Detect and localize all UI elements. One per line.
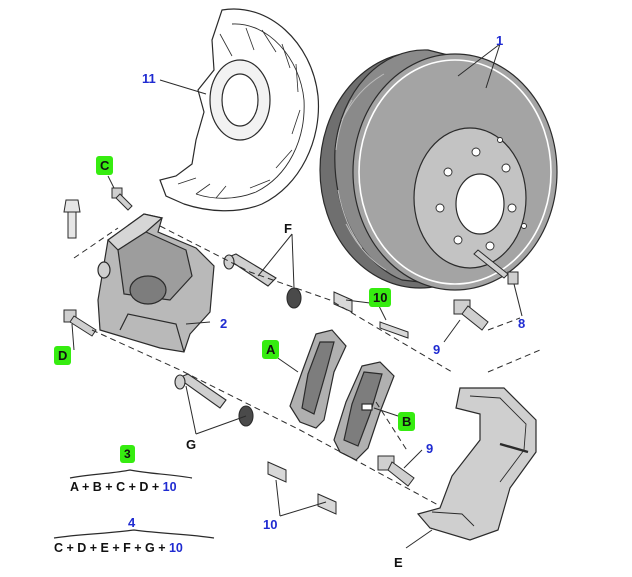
- formula-4-brace: [53, 529, 215, 539]
- wheel-stud: [473, 249, 519, 285]
- pad-clip-lower: [267, 461, 337, 515]
- formula-assembly-3: A + B + C + D + 10: [70, 480, 177, 494]
- formula-braces: [53, 469, 215, 539]
- pad-clip-upper: [333, 291, 409, 339]
- label-stud-8: 8: [518, 316, 526, 331]
- label-pin-f: F: [284, 221, 292, 236]
- label-bracket-e: E: [394, 555, 403, 570]
- formula-4-parts: C + D + E + F + G +: [54, 541, 169, 555]
- label-assembly-3: 3: [120, 445, 135, 463]
- bracket-bolt-lower: [377, 455, 415, 487]
- label-clip-10-upper: 10: [369, 288, 392, 307]
- label-assembly-4: 4: [128, 515, 136, 530]
- formula-3-parts: A + B + C + D +: [70, 480, 163, 494]
- caliper-bracket: [416, 387, 537, 541]
- guide-bolt: [63, 309, 97, 337]
- label-pad-a: A: [262, 340, 280, 359]
- assembly-axes: [73, 225, 541, 507]
- dust-shield: [159, 8, 320, 212]
- label-shield-11: 11: [142, 71, 156, 86]
- formula-3-brace: [69, 469, 193, 479]
- guide-pin-upper: [223, 253, 302, 309]
- label-bolt-9-lower: 9: [426, 441, 434, 456]
- brake-pad-inner: [289, 329, 347, 429]
- bracket-bolt-upper: [453, 299, 489, 331]
- brake-pad-outer: [333, 361, 395, 461]
- label-pad-b: B: [398, 412, 416, 431]
- brake-disc: [319, 49, 558, 291]
- label-caliper-2: 2: [220, 316, 228, 331]
- label-bolt-9-upper: 9: [433, 342, 441, 357]
- label-guide-bolt-d: D: [54, 346, 72, 365]
- leader-lines: [71, 43, 523, 549]
- formula-3-tail: 10: [162, 480, 177, 494]
- bleed-cap: [63, 199, 81, 239]
- brake-caliper: [97, 213, 215, 353]
- label-disc-1: 1: [496, 33, 504, 48]
- formula-assembly-4: C + D + E + F + G + 10: [54, 541, 183, 555]
- label-clip-10-lower: 10: [263, 517, 278, 532]
- label-bleed-screw-c: C: [96, 156, 114, 175]
- label-pin-g: G: [186, 437, 197, 452]
- formula-4-tail: 10: [168, 541, 183, 555]
- bleed-screw: [111, 187, 133, 211]
